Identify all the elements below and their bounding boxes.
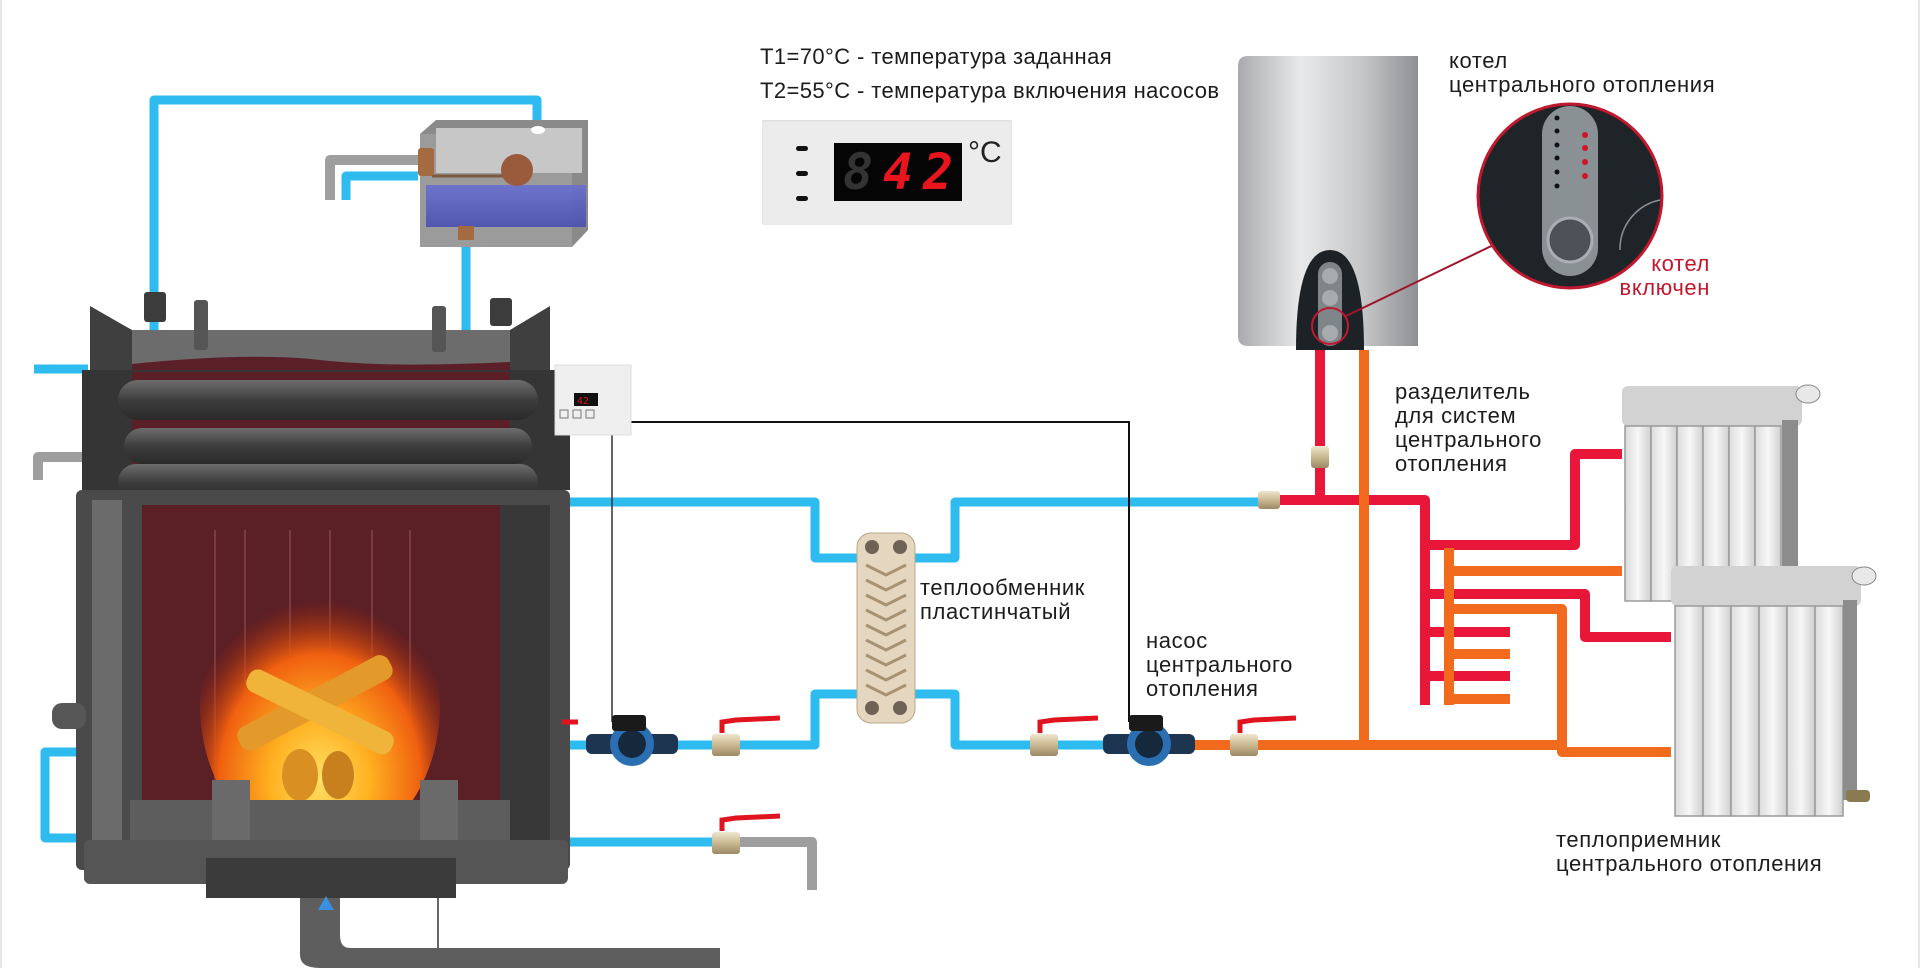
manifold-label: разделитель для систем центрального отоп… [1395,380,1542,476]
boiler-on-label-line: котел [1651,251,1710,276]
pump-label-line: насос [1146,628,1208,653]
pipe-top-loop [149,95,542,330]
central-heating-boiler [1238,56,1418,350]
cold-water-pipes [34,95,1262,847]
led-digit: 2 [922,143,954,201]
thermostat-indicator-marks [796,146,808,221]
air-inlet-duct [300,898,720,968]
pump-on-temperature-text: T2=55°C - температура включения насосов [760,78,1220,103]
radiator-air-valve [1851,566,1877,586]
radiator-lower [1671,566,1877,817]
fireplace-boiler [52,292,720,968]
ball-valve [1030,715,1099,756]
svg-text:42: 42 [577,396,589,407]
led-digit: 4 [882,143,914,201]
boiler-on-label-line: включен [1619,275,1710,300]
thermostat-display: 8 4 2 °C [762,120,1012,225]
radiator-label: теплоприемник центрального отопления [1556,828,1822,876]
control-wire [631,421,1130,722]
thermostat-unit: °C [968,136,1002,169]
ball-valve [712,813,781,854]
pump-label-line: отопления [1146,676,1259,701]
thermostat-led-screen: 8 4 2 [834,143,962,201]
coupling-boiler-supply [1311,446,1329,468]
ball-valve [712,715,781,756]
boiler-on-label: котел включен [1590,252,1710,300]
gray-pipe-left-side [33,452,82,480]
pipe-left-loop [40,747,82,843]
pipe-exchanger-cold-out [912,497,1262,563]
boiler-highlight-ring [1311,307,1349,345]
coupling-cold-to-hot [1258,491,1280,509]
circulation-pump-central-heating [1103,715,1195,766]
pump-label: насос центрального отопления [1146,629,1293,701]
pipe-exchanger-hot-out [566,689,860,750]
heat-exchanger-label-line: теплообменник [920,575,1086,600]
led-digit: 8 [842,143,874,201]
pipe-manifold-to-radiator2-top [1425,589,1671,642]
setpoint-temperature-text: T1=70°C - температура заданная [760,44,1113,69]
return-pipes [1180,350,1671,757]
plate-heat-exchanger [856,532,916,724]
gray-pipe-tank-overflow [325,155,418,200]
radiator-label-line: центрального отопления [1556,851,1823,876]
pipe-exchanger-hot-in [566,497,860,563]
gray-pipes [33,155,817,890]
pipe-manifold-to-radiator2-bottom [1449,604,1671,757]
boiler-zoom-callout [1476,102,1664,290]
radiator-air-valve [1795,384,1821,404]
radiator-drain-valve [1846,790,1870,802]
ash-drawer [206,858,456,898]
firewood-logs [237,655,394,801]
right-border [1918,0,1920,968]
left-border [0,0,2,968]
pump-label-line: центрального [1146,652,1293,677]
heat-tube-1 [118,380,538,420]
boiler-label-line: центрального отопления [1449,72,1716,97]
float-ball [501,154,533,186]
boiler-knob [1546,216,1594,264]
manifold-label-line: центрального [1395,427,1542,452]
pipe-manifold-to-radiator1-top [1425,449,1622,550]
heat-exchanger-label: теплообменник пластинчатый [920,576,1085,624]
circulation-pump-fireplace [586,715,678,766]
expansion-tank [418,120,588,247]
manifold-label-line: отопления [1395,451,1508,476]
manifold-label-line: разделитель [1395,379,1531,404]
boiler-label-line: котел [1449,48,1508,73]
hot-supply-pipes [1262,350,1671,705]
pipe-tank-feed [341,171,418,200]
fireplace-controller: 42 [554,364,632,436]
boiler-label: котел центрального отопления [1449,49,1715,97]
callout-line [1345,237,1509,317]
heat-exchanger-label-line: пластинчатый [920,599,1072,624]
gray-pipe-bottom-drain [718,837,817,890]
manifold-label-line: для систем [1395,403,1517,428]
heat-tube-2 [124,428,532,464]
ball-valve [1230,715,1297,756]
radiator-label-line: теплоприемник [1556,827,1721,852]
